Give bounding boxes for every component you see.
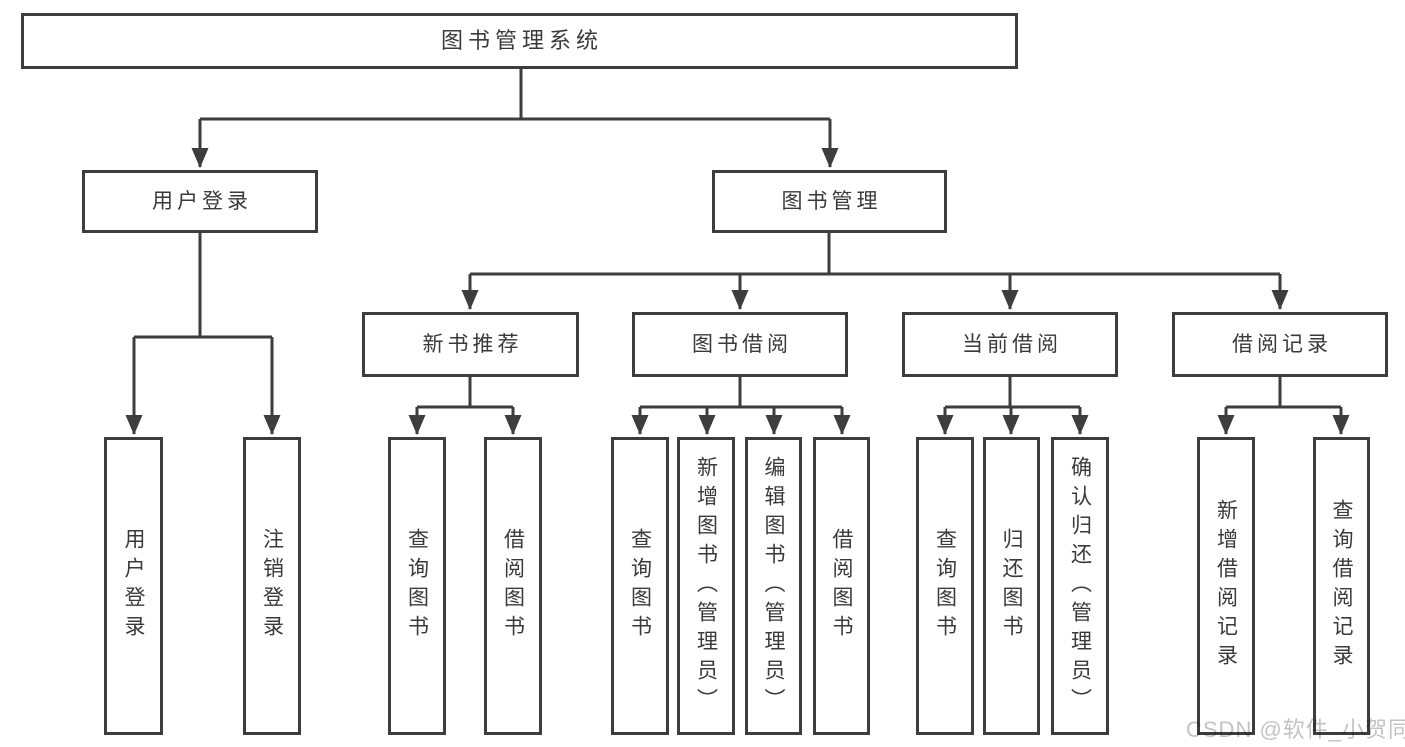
leaf-query-borrow-record-label: 查询借阅记录: [1330, 499, 1353, 673]
connector-root-to-level2: [191, 69, 839, 168]
connector-current-borrow-children: [936, 377, 1089, 435]
leaf-logout-label: 注销登录: [260, 528, 284, 644]
csdn-watermark: CSDN @软件_小贺同学: [1186, 717, 1405, 742]
leaf-query-books-recommend: 查询图书: [388, 437, 446, 735]
connector-book-mgmt-children: [461, 233, 1289, 310]
leaf-add-borrow-record: 新增借阅记录: [1197, 437, 1255, 735]
leaf-query-books-current: 查询图书: [916, 437, 974, 735]
leaf-confirm-return-admin-label: 确认归还（管理员）: [1068, 455, 1092, 717]
leaf-borrow-books-recommend: 借阅图书: [484, 437, 542, 735]
leaf-edit-books-admin-label: 编辑图书（管理员）: [762, 455, 785, 717]
leaf-query-books-recommend-label: 查询图书: [405, 528, 429, 644]
connector-new-book-children: [408, 377, 522, 435]
leaf-borrow-books: 借阅图书: [813, 437, 870, 735]
node-current-borrow: 当前借阅: [902, 312, 1118, 377]
leaf-add-books-admin: 新增图书（管理员）: [677, 437, 735, 735]
leaf-query-borrow-record: 查询借阅记录: [1313, 437, 1370, 735]
leaf-return-books-label: 归还图书: [1000, 528, 1023, 644]
node-user-login-label: 用户登录: [152, 190, 252, 213]
node-borrow-records: 借阅记录: [1172, 312, 1388, 377]
node-library-system-label: 图书管理系统: [440, 28, 603, 53]
leaf-query-books-current-label: 查询图书: [933, 528, 957, 644]
leaf-user-login-label: 用户登录: [122, 528, 145, 644]
leaf-user-login: 用户登录: [104, 437, 163, 735]
node-current-borrow-label: 当前借阅: [962, 333, 1062, 356]
leaf-add-books-admin-label: 新增图书（管理员）: [694, 455, 718, 717]
node-new-book-recommend: 新书推荐: [362, 312, 579, 377]
connector-user-login-children: [125, 233, 281, 435]
leaf-logout: 注销登录: [243, 437, 301, 735]
leaf-return-books: 归还图书: [983, 437, 1040, 735]
leaf-query-books-borrow-label: 查询图书: [628, 528, 652, 644]
node-user-login: 用户登录: [82, 170, 318, 233]
leaf-add-borrow-record-label: 新增借阅记录: [1214, 499, 1238, 673]
leaf-query-books-borrow: 查询图书: [611, 437, 669, 735]
leaf-borrow-books-label: 借阅图书: [830, 528, 853, 644]
node-book-management-label: 图书管理: [781, 190, 882, 213]
connector-book-borrow-children: [631, 377, 851, 435]
node-borrow-records-label: 借阅记录: [1232, 333, 1332, 356]
node-book-borrow: 图书借阅: [632, 312, 848, 377]
leaf-borrow-books-recommend-label: 借阅图书: [501, 528, 525, 644]
node-book-management: 图书管理: [712, 170, 947, 233]
node-library-system: 图书管理系统: [21, 13, 1018, 69]
connector-borrow-record-children: [1217, 377, 1350, 435]
node-book-borrow-label: 图书借阅: [692, 333, 792, 356]
node-new-book-recommend-label: 新书推荐: [422, 333, 523, 356]
leaf-edit-books-admin: 编辑图书（管理员）: [745, 437, 802, 735]
leaf-confirm-return-admin: 确认归还（管理员）: [1051, 437, 1109, 735]
